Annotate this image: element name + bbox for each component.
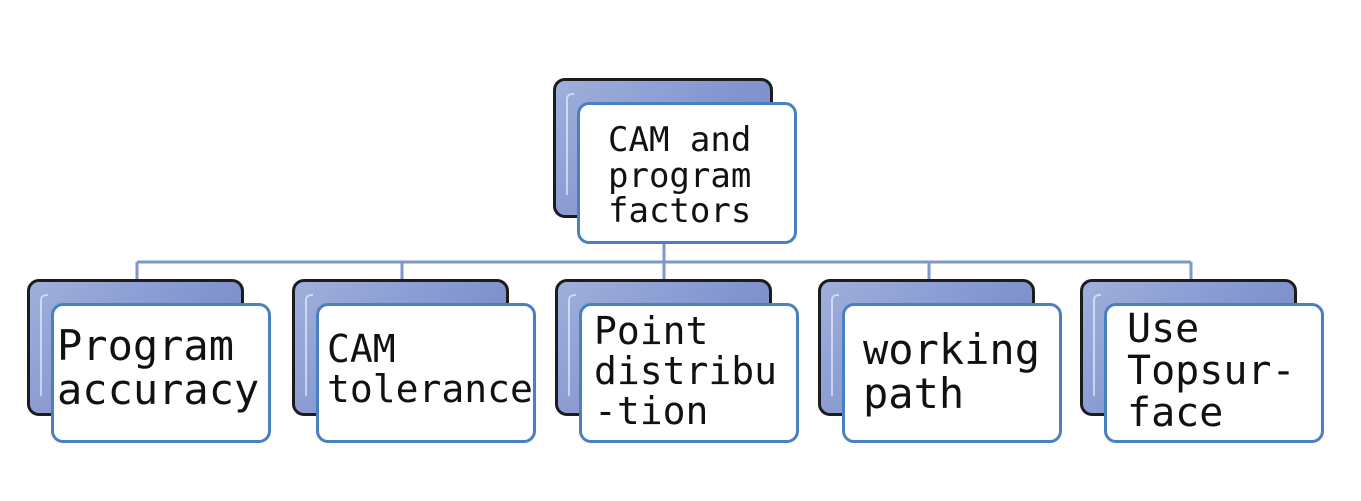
child-node-label: Use Topsur- face <box>1127 308 1296 434</box>
child-node-label: Point distribu -tion <box>594 309 778 433</box>
root-node-box: CAM and program factors <box>577 102 797 244</box>
child-node-label-line-2: Topsur- <box>1127 348 1296 394</box>
root-node-label-line-1: CAM and <box>608 120 752 160</box>
child-node-label: CAM tolerance <box>327 327 533 411</box>
root-node-label-line-2: program <box>608 155 752 196</box>
child-node-label-line-3: -tion <box>594 388 709 433</box>
child-node-label-line-1: working <box>863 325 1041 374</box>
child-node-label-line-2: path <box>863 369 965 419</box>
child-node-label-line-1: Point <box>594 309 709 353</box>
child-node-label: Program accuracy <box>57 321 260 415</box>
child-node-box: Point distribu -tion <box>579 303 799 443</box>
child-node-label-line-1: Program <box>57 321 235 370</box>
root-node-label: CAM and program factors <box>608 120 752 232</box>
child-node-box: working path <box>842 303 1062 443</box>
child-node-label-line-2: accuracy <box>57 365 260 415</box>
child-node-box: CAM tolerance <box>316 303 536 443</box>
child-node-label-line-3: face <box>1127 390 1224 436</box>
child-node-box: Program accuracy <box>51 303 271 443</box>
child-node-label-line-1: Use <box>1127 306 1200 352</box>
child-node-label-line-2: distribu <box>594 348 778 393</box>
child-node-box: Use Topsur- face <box>1104 303 1324 443</box>
child-node-label-line-2: tolerance <box>327 366 533 411</box>
root-node-label-line-3: factors <box>608 191 752 232</box>
child-node-label: working path <box>863 325 1041 419</box>
child-node-label-line-1: CAM <box>327 327 396 371</box>
